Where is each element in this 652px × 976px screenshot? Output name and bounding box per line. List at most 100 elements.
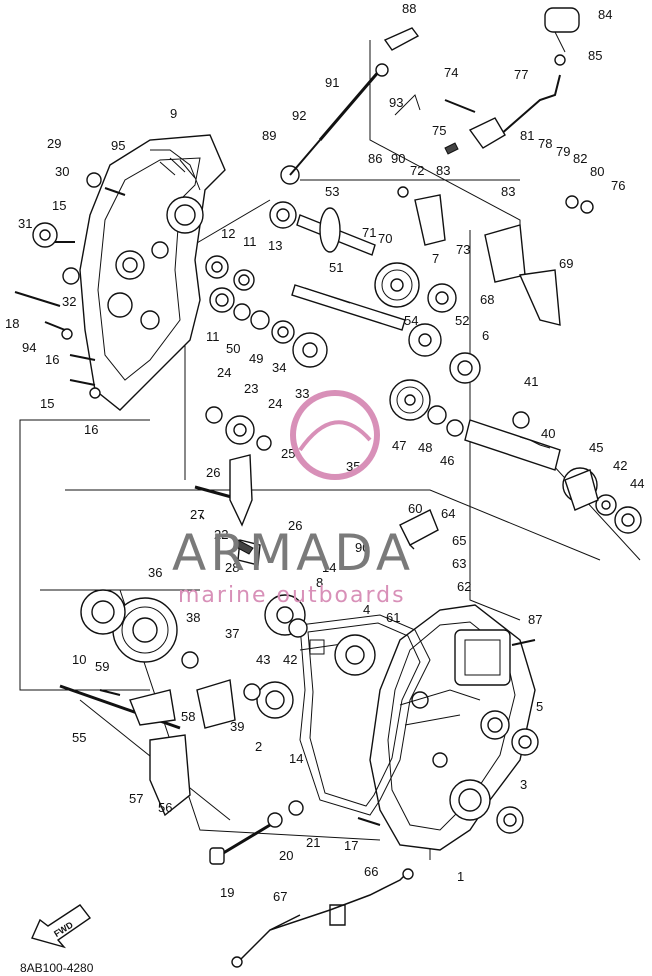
callout-22: 22 [214,527,228,542]
callout-77: 77 [514,67,528,82]
callout-46: 46 [440,453,454,468]
callout-31: 31 [18,216,32,231]
callout-42-right: 42 [613,458,627,473]
callout-21: 21 [306,835,320,850]
callout-94: 94 [22,340,36,355]
callout-86: 86 [368,151,382,166]
callout-83-a: 83 [436,163,450,178]
callout-54: 54 [404,313,418,328]
diagram-code: 8AB100-4280 [20,961,94,975]
callout-39: 39 [230,719,244,734]
callout-64: 64 [441,506,455,521]
callout-65: 65 [452,533,466,548]
callout-80: 80 [590,164,604,179]
callout-11-bot: 11 [206,329,220,344]
callout-14-bot: 14 [289,751,303,766]
callout-69: 69 [559,256,573,271]
watermark: ARMADA marine outboards [172,390,414,608]
callout-95: 95 [111,138,125,153]
callout-25: 25 [281,446,295,461]
callout-20: 20 [279,848,293,863]
callout-26-b: 26 [288,518,302,533]
callout-73: 73 [456,242,470,257]
callout-38: 38 [186,610,200,625]
callout-81: 81 [520,128,534,143]
callout-11-top: 11 [243,234,257,249]
callout-72: 72 [410,163,424,178]
callout-90-top: 90 [391,151,405,166]
callout-49: 49 [249,351,263,366]
callout-85: 85 [588,48,602,63]
callout-29: 29 [47,136,61,151]
callout-1: 1 [457,869,464,884]
callout-26-a: 26 [206,465,220,480]
lower-gear-housing [369,604,536,851]
callout-45: 45 [589,440,603,455]
callout-15-bot: 15 [40,396,54,411]
callout-6: 6 [482,328,489,343]
callout-62: 62 [457,579,471,594]
callout-60: 60 [408,501,422,516]
bearings-and-rings [32,54,642,834]
callout-5: 5 [536,699,543,714]
callout-55: 55 [72,730,86,745]
bolts-and-hardware [14,7,599,968]
callout-92: 92 [292,108,306,123]
callout-61: 61 [386,610,400,625]
callout-34: 34 [272,360,286,375]
callout-75: 75 [432,123,446,138]
callout-48: 48 [418,440,432,455]
callout-43: 43 [256,652,270,667]
callout-23: 23 [244,381,258,396]
callout-84: 84 [598,7,612,22]
fwd-arrow: FWD [31,904,92,949]
callout-12: 12 [221,226,235,241]
callout-79: 79 [556,144,570,159]
callout-28: 28 [225,560,239,575]
callout-59: 59 [95,659,109,674]
callout-37: 37 [225,626,239,641]
callout-24-b: 24 [268,396,282,411]
callout-3: 3 [520,777,527,792]
callout-51: 51 [329,260,343,275]
callout-36: 36 [148,565,162,580]
callout-17: 17 [344,838,358,853]
callout-52: 52 [455,313,469,328]
callout-16-top: 16 [45,352,59,367]
callout-88: 88 [402,1,416,16]
callout-32: 32 [62,294,76,309]
callout-30: 30 [55,164,69,179]
callout-70: 70 [378,231,392,246]
callout-57: 57 [129,791,143,806]
callout-24-a: 24 [217,365,231,380]
callout-53: 53 [325,184,339,199]
callout-78: 78 [538,136,552,151]
callout-50: 50 [226,341,240,356]
callout-63: 63 [452,556,466,571]
callout-93: 93 [389,95,403,110]
callout-19: 19 [220,885,234,900]
callout-67: 67 [273,889,287,904]
callout-8: 8 [316,575,323,590]
callout-7: 7 [432,251,439,266]
callout-89: 89 [262,128,276,143]
callout-68: 68 [480,292,494,307]
upper-cover-housing [79,134,226,411]
callout-18: 18 [5,316,19,331]
callout-41: 41 [524,374,538,389]
callout-91: 91 [325,75,339,90]
callout-15-top: 15 [52,198,66,213]
callout-90-mid: 90 [355,540,369,555]
watermark-title: ARMADA [172,524,414,582]
callout-56: 56 [158,800,172,815]
callout-4: 4 [363,602,370,617]
watermark-subtitle: marine outboards [178,583,406,608]
callout-83-b: 83 [501,184,515,199]
housing-gasket [299,614,431,816]
callout-33: 33 [295,386,309,401]
callout-82: 82 [573,151,587,166]
callout-16-bot: 16 [84,422,98,437]
callout-42-left: 42 [283,652,297,667]
callout-40: 40 [541,426,555,441]
